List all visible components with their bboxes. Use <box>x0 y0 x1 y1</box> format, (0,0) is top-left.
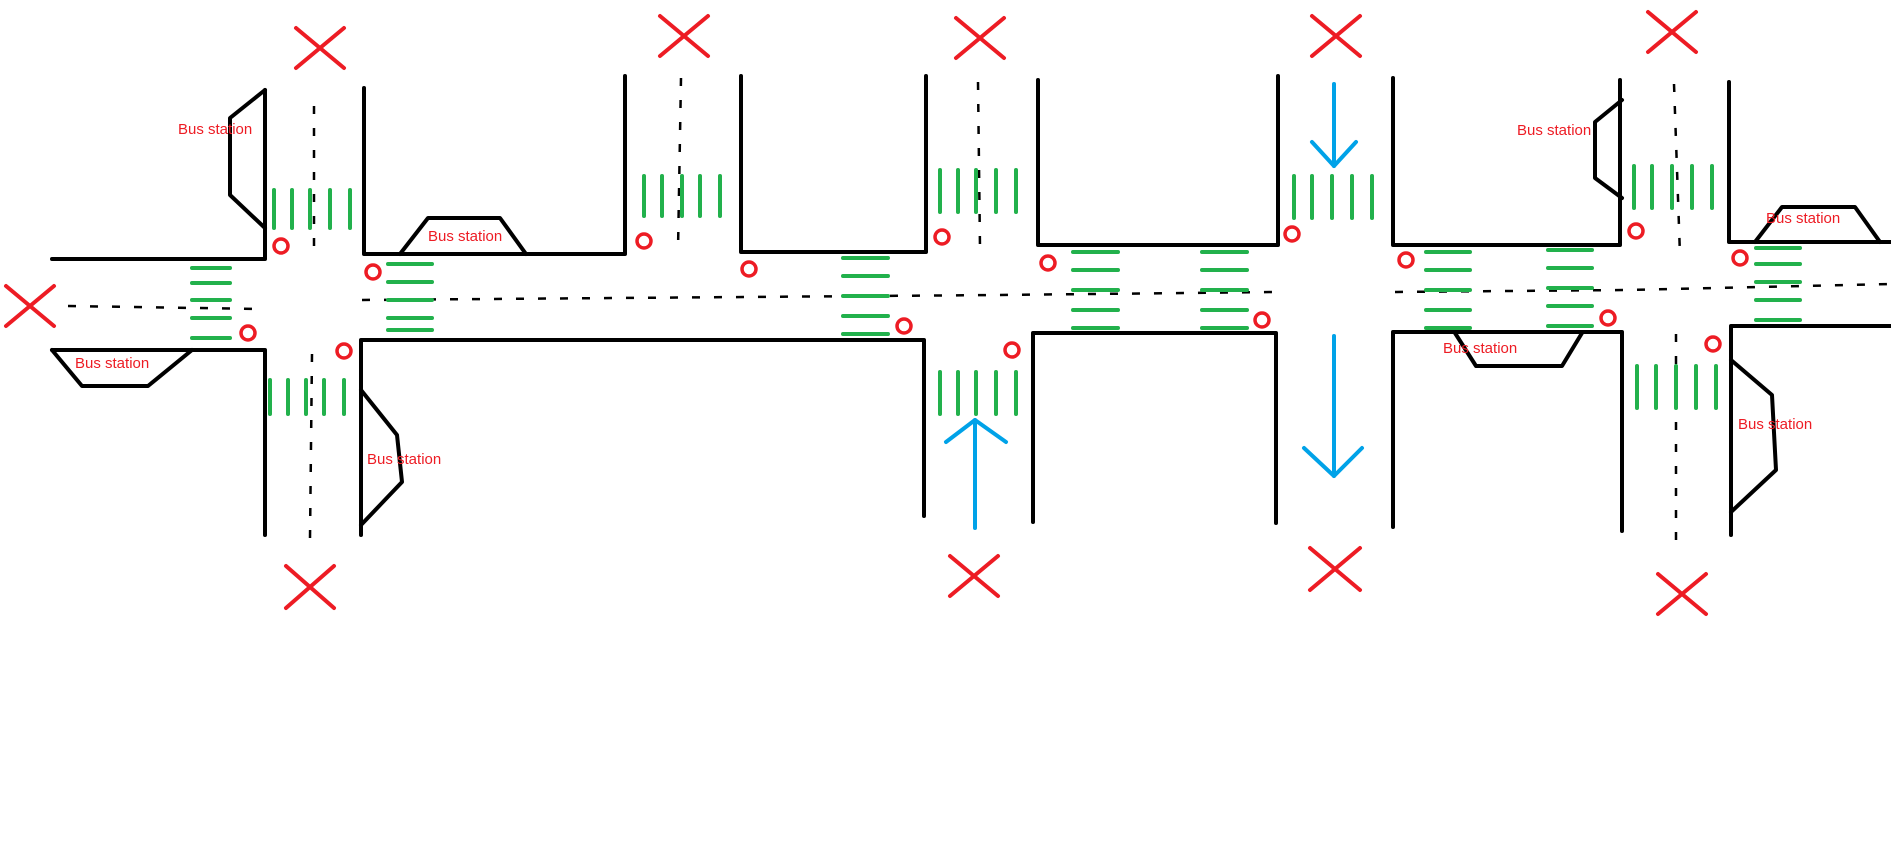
red-circle-icon <box>239 324 257 342</box>
bus-station-label-6: Bus station <box>1766 210 1840 227</box>
red-x-icon <box>4 284 56 328</box>
red-x-icon <box>1646 10 1698 54</box>
red-x-icon <box>294 26 346 70</box>
bus-station-label-4: Bus station <box>367 451 441 468</box>
blue-arrow-icon <box>944 418 1008 530</box>
red-circle-icon <box>272 237 290 255</box>
crosswalk-h-mid-1 <box>841 256 890 336</box>
crosswalk-v2-north <box>642 174 722 218</box>
blue-arrow-icon <box>1310 82 1358 168</box>
red-circle-icon <box>1397 251 1415 269</box>
red-circle-icon <box>895 317 913 335</box>
center-line-v1-south <box>308 353 314 539</box>
red-x-icon <box>658 14 710 58</box>
bus-station-label-5: Bus station <box>1517 122 1591 139</box>
red-circle-icon <box>364 263 382 281</box>
crosswalk-v4-north <box>1292 174 1374 220</box>
center-line-v3-north <box>976 81 982 249</box>
red-x-icon <box>1656 572 1708 616</box>
red-circle-icon <box>1627 222 1645 240</box>
crosswalks <box>190 164 1802 416</box>
crosswalk-v3-north <box>938 168 1018 214</box>
bus-station-label-8: Bus station <box>1738 416 1812 433</box>
bus-station-label-1: Bus station <box>178 121 252 138</box>
red-circle-icon <box>933 228 951 246</box>
red-circle-icon <box>1599 309 1617 327</box>
red-circle-icon <box>335 342 353 360</box>
crosswalk-h-west-1 <box>190 266 232 340</box>
crosswalk-h-west-2 <box>386 262 434 332</box>
crosswalk-h-mid-2 <box>1071 250 1120 330</box>
crosswalk-h-east-1 <box>1424 250 1472 330</box>
bus-station-label-2: Bus station <box>428 228 502 245</box>
red-circle-icon <box>1283 225 1301 243</box>
center-line-main <box>361 290 1277 302</box>
red-x-icon <box>1308 546 1362 592</box>
red-circle-icon <box>1731 249 1749 267</box>
bus-station-shape-8 <box>1729 358 1778 514</box>
bus-station-shape-3 <box>50 348 194 388</box>
crosswalk-v1-south <box>268 378 346 416</box>
closed-markers <box>4 10 1708 616</box>
crosswalk-v1-north <box>272 188 352 230</box>
red-x-icon <box>954 16 1006 60</box>
bus-station-shape-5 <box>1593 98 1624 200</box>
bus-station-shape-7 <box>1453 331 1584 368</box>
red-circle-icon <box>1039 254 1057 272</box>
bus-station-shape-1 <box>228 88 267 230</box>
red-circle-icon <box>635 232 653 250</box>
main-road-top-edge <box>50 74 1891 261</box>
red-x-icon <box>1310 14 1362 58</box>
crosswalk-h-east-2 <box>1546 248 1594 328</box>
red-circle-icon <box>1253 311 1271 329</box>
blue-arrow-icon <box>1302 334 1364 478</box>
center-lines <box>67 77 1891 540</box>
main-road-bottom-edge <box>50 324 1891 537</box>
bus-station-shape-2 <box>398 216 528 256</box>
bus-stations: Bus station Bus station Bus station Bus … <box>50 88 1882 527</box>
red-circle-icon <box>1704 335 1722 353</box>
bus-station-shape-6 <box>1753 205 1882 244</box>
center-line-v2-north <box>676 77 683 251</box>
center-line-main-west <box>67 304 263 311</box>
red-circle-icon <box>1003 341 1021 359</box>
flow-arrows <box>944 82 1364 530</box>
center-line-v5-north <box>1672 83 1682 256</box>
bus-station-label-3: Bus station <box>75 355 149 372</box>
crosswalk-v5-south <box>1635 364 1718 410</box>
traffic-lights <box>239 222 1749 360</box>
crosswalk-v3-south <box>938 370 1018 416</box>
bus-station-label-7: Bus station <box>1443 340 1517 357</box>
crosswalk-h-east-3 <box>1754 246 1802 322</box>
red-x-icon <box>948 554 1000 598</box>
red-x-icon <box>284 564 336 610</box>
crosswalk-v5-north <box>1632 164 1714 210</box>
bus-station-shape-4 <box>359 388 404 527</box>
road-edges <box>50 74 1891 537</box>
crosswalk-h-mid-3 <box>1200 250 1249 330</box>
red-circle-icon <box>740 260 758 278</box>
